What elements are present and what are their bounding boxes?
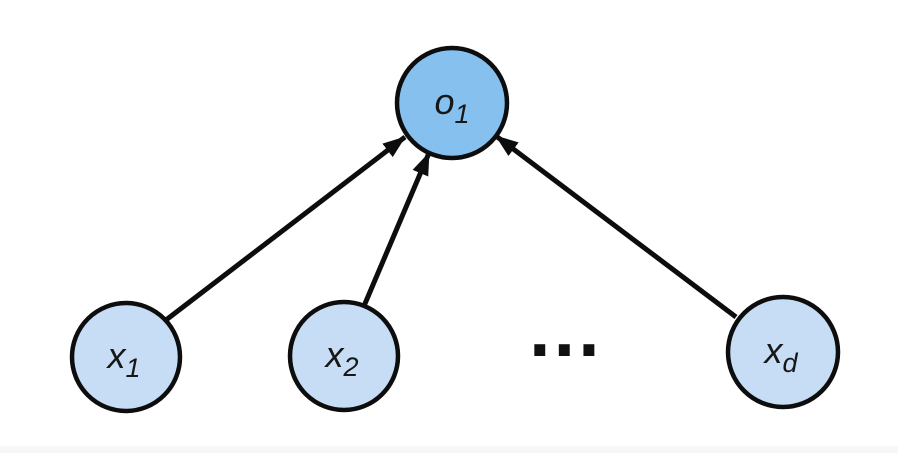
node-xd-circle [725, 294, 841, 410]
node-x1: x1 [69, 300, 183, 414]
node-o1: o1 [394, 45, 510, 161]
ellipsis: ... [528, 298, 602, 371]
node-x1-label: x1 [105, 335, 140, 383]
node-x2: x2 [287, 299, 401, 413]
edges [164, 134, 738, 322]
edge-xd-to-o1 [494, 134, 738, 319]
node-xd: xd [725, 294, 841, 410]
bottom-edge-strip [0, 446, 898, 453]
edge-x2-to-o1 [361, 152, 432, 307]
node-o1-label: o1 [434, 81, 469, 129]
node-o1-circle [394, 45, 510, 161]
node-xd-label: xd [762, 330, 798, 378]
node-x2-circle [287, 299, 401, 413]
edge-x1-to-o1 [164, 135, 407, 322]
node-x1-circle [69, 300, 183, 414]
node-x2-label: x2 [323, 334, 358, 382]
